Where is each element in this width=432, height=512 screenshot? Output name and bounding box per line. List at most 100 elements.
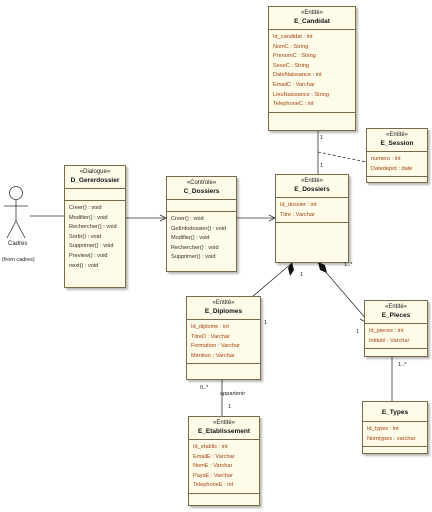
- attribute: Mention : Varchar: [191, 352, 235, 359]
- attribute: SexeC : String: [273, 62, 310, 69]
- operation: Creer() : void: [171, 216, 204, 222]
- attribute: Nomtypes : varchar: [367, 435, 416, 442]
- attribute: Id_candidat : int: [273, 34, 313, 40]
- stereotype: «Dialogue»: [79, 169, 111, 175]
- class-name: E_Etablissement: [197, 428, 251, 435]
- attribute: PaysE : Varchar: [193, 472, 233, 479]
- attribute-list: Id_types : int Nomtypes : varchar: [363, 422, 427, 448]
- operation: Sortir() : void: [69, 233, 102, 240]
- operation: next() : void: [69, 262, 99, 269]
- operation-list: Creer() : void Modifier() : void Recherc…: [65, 201, 125, 273]
- attribute-list: Id_etablis : int EmailE : Varchar NomE :…: [189, 440, 259, 494]
- class-header: «Entité» E_Diplomes: [187, 297, 260, 320]
- attribute: Datedepot : date: [371, 165, 413, 172]
- class-name: E_Session: [380, 140, 414, 147]
- class-name: C_Dossiers: [183, 188, 220, 195]
- stereotype: «Entité»: [385, 132, 409, 138]
- multiplicity-label: 1: [228, 404, 232, 410]
- class-name: E_Types: [381, 409, 409, 416]
- attribute-list: [167, 200, 236, 212]
- multiplicity-label: 1: [320, 163, 324, 169]
- attribute: Id_pieces : int: [369, 328, 404, 334]
- stereotype: «Entité»: [212, 300, 235, 306]
- operation: Rechercher() : void: [171, 244, 219, 251]
- attribute-list: Id_diplome : int TitreD : Varchar Format…: [187, 320, 260, 365]
- attribute: TelephoneC : int: [273, 101, 314, 108]
- composition-diamond-diplomes: [288, 262, 294, 276]
- operation-list: [363, 447, 427, 458]
- actor-figure[interactable]: [4, 186, 28, 239]
- operation-list: [189, 494, 259, 505]
- class-header: «Entité» E_Candidat: [269, 7, 355, 30]
- class-header: «Dialogue» D_Gererdossier: [65, 166, 125, 189]
- multiplicity-label: 1: [264, 320, 268, 326]
- operation-list: [365, 349, 427, 360]
- stereotype: «Entité»: [300, 10, 324, 16]
- class-c-dossiers[interactable]: «Controle» C_Dossiers Creer() : void Get…: [166, 176, 237, 272]
- attribute-list: Id_pieces : int Intitulé : Varchar: [365, 324, 427, 350]
- connector-session-dashed: [317, 151, 367, 163]
- attribute: LieuNaissance : String: [273, 91, 329, 98]
- class-e-diplomes[interactable]: «Entité» E_Diplomes Id_diplome : int Tit…: [186, 296, 261, 380]
- attribute: Formation : Varchar: [191, 343, 241, 350]
- operation: GetInfodossier() : void: [171, 225, 227, 232]
- composition-diamond-pieces: [318, 262, 327, 273]
- operation: Supprimer() : void: [69, 243, 114, 250]
- class-e-pieces[interactable]: «Entité» E_Pieces Id_pieces : int Intitu…: [364, 300, 428, 357]
- attribute: numero : int: [371, 156, 401, 162]
- attribute: Titre : Varchar: [280, 211, 315, 218]
- multiplicity-label: 1..*: [398, 362, 407, 368]
- class-header: «Controle» C_Dossiers: [167, 177, 236, 200]
- attribute-list: [65, 189, 125, 201]
- multiplicity-label: 1: [300, 272, 304, 278]
- attribute: Intitulé : Varchar: [369, 337, 410, 344]
- attribute-list: numero : int Datedepot : date: [367, 152, 427, 178]
- class-e-session[interactable]: «Entité» E_Session numero : int Datedepo…: [366, 128, 428, 183]
- attribute: Id_etablis : int: [193, 444, 228, 450]
- connector-dossiers-diplomes: [251, 262, 293, 298]
- stereotype: «Controle»: [186, 180, 217, 186]
- class-name: E_Diplomes: [204, 308, 243, 315]
- actor-note: (from cadres): [2, 257, 35, 263]
- stereotype: «Entité»: [384, 304, 408, 310]
- class-name: E_Dossiers: [294, 186, 330, 193]
- class-name: D_Gererdossier: [70, 177, 120, 184]
- class-e-candidat[interactable]: «Entité» E_Candidat Id_candidat : int No…: [268, 6, 356, 131]
- operation: Rechercher() : void: [69, 224, 117, 231]
- actor-name: Cadres: [8, 241, 28, 247]
- attribute: NomE : Varchar: [193, 463, 233, 470]
- class-e-etablissement[interactable]: «Entité» E_Etablissement Id_etablis : in…: [188, 416, 260, 506]
- attribute: EmailE : Varchar: [193, 453, 235, 460]
- class-header: «Entité» E_Session: [367, 129, 427, 152]
- class-e-types[interactable]: E_Types Id_types : int Nomtypes : varcha…: [362, 401, 428, 454]
- class-name: E_Candidat: [294, 18, 330, 25]
- class-e-dossiers[interactable]: «Entité» E_Dossiers Id_dossier : int Tit…: [275, 174, 349, 263]
- class-header: E_Types: [363, 402, 427, 422]
- attribute: EmailC : Varchar: [273, 81, 315, 88]
- class-header: «Entité» E_Dossiers: [276, 175, 348, 198]
- operation: Modifier() : void: [69, 214, 108, 221]
- role-label: appartenir: [220, 391, 246, 397]
- operation-list: [276, 223, 348, 234]
- class-d-gererdossier[interactable]: «Dialogue» D_Gererdossier Creer() : void…: [64, 165, 126, 288]
- operation: Preview() : void: [69, 252, 108, 259]
- class-name: E_Pieces: [381, 312, 411, 319]
- multiplicity-label: 1..*: [344, 262, 353, 268]
- attribute: Id_dossier : int: [280, 202, 317, 208]
- multiplicity-label: 0..*: [200, 385, 209, 391]
- operation: Modifier() : void: [171, 235, 210, 242]
- operation: Supprimer() : void: [171, 254, 216, 261]
- attribute-list: Id_dossier : int Titre : Varchar: [276, 198, 348, 224]
- multiplicity-label: 1: [356, 329, 360, 335]
- operation-list: [187, 364, 260, 375]
- attribute: DateNaissance : int: [273, 72, 322, 79]
- stereotype: «Entité»: [300, 178, 324, 184]
- class-header: «Entité» E_Etablissement: [189, 417, 259, 440]
- attribute-list: Id_candidat : int NomC : String PrenomC …: [269, 30, 355, 113]
- operation-list: Creer() : void GetInfodossier() : void M…: [167, 212, 236, 265]
- operation-list: [269, 113, 355, 124]
- attribute: Id_types : int: [367, 426, 399, 432]
- attribute: TelephoneE : int: [193, 482, 234, 489]
- operation: Creer() : void: [69, 205, 102, 211]
